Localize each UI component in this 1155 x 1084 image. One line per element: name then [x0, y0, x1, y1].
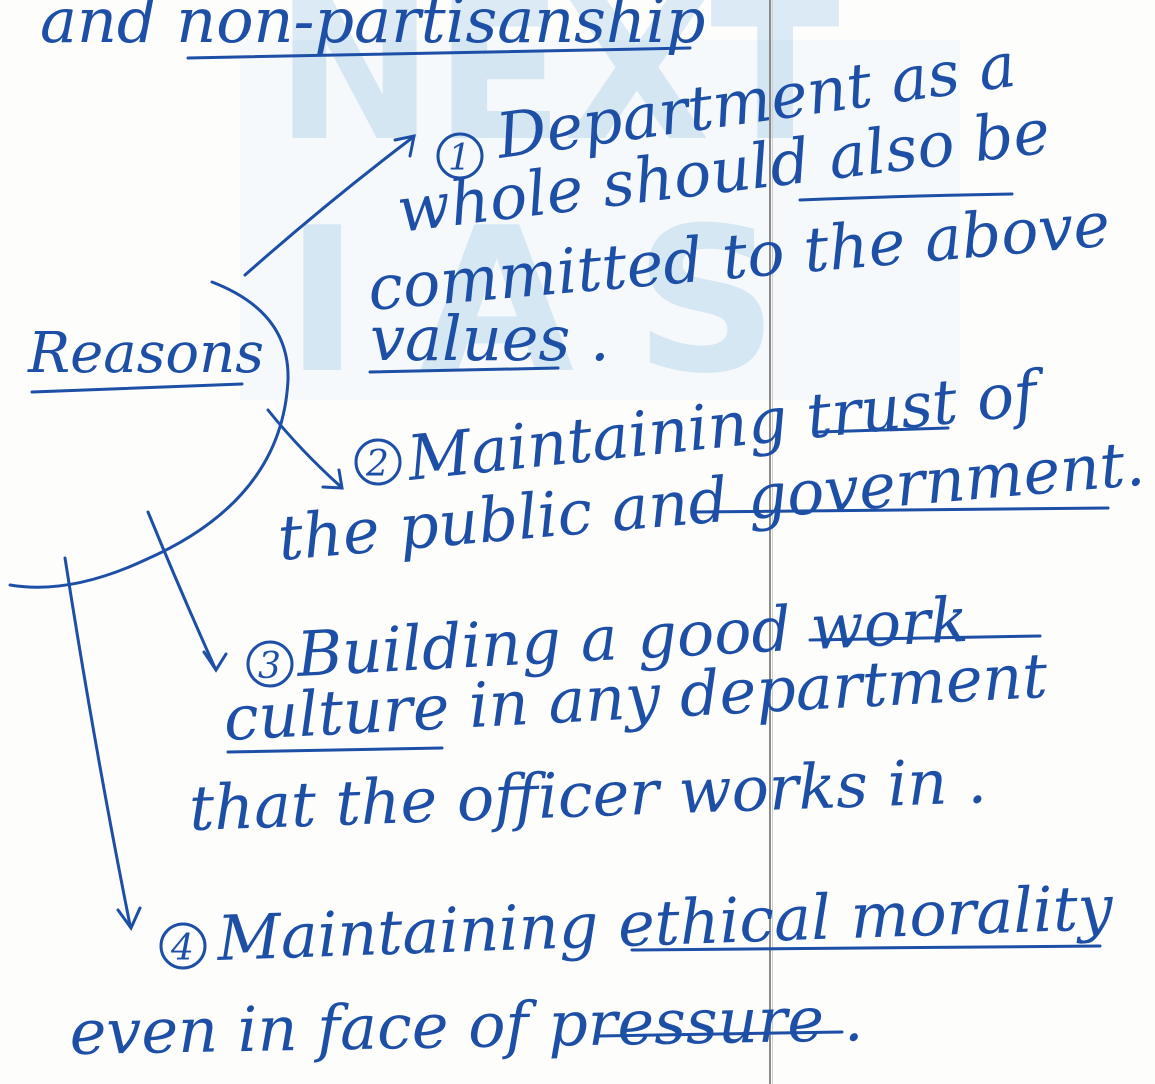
watermark-text-next: NEXT: [275, 0, 840, 183]
underline-trust: [816, 426, 950, 434]
page-fold-line: [769, 0, 771, 1084]
circle-number-3: [246, 640, 294, 688]
arrow-reason-1: [243, 136, 414, 277]
underline-pressure: [596, 1030, 844, 1038]
page-fold-shadow: [772, 0, 773, 1084]
arrowhead-reason-2: [321, 468, 344, 490]
arrowhead-reason-3: [202, 650, 228, 673]
hub-arc: [8, 280, 290, 589]
underline-above: [798, 192, 1014, 202]
underline-and-government: [690, 506, 1110, 514]
reason-4-line-1: Maintaining ethical morality: [215, 871, 1115, 975]
underline-culture: [226, 746, 444, 754]
arrow-reason-3: [146, 510, 217, 670]
watermark-text-ias: IAS: [285, 185, 838, 418]
circle-number-1: [436, 132, 484, 180]
underline-non-partisanship: [186, 46, 692, 60]
text-top-line: and non-partisanship: [40, 0, 705, 57]
underline-work: [808, 634, 1042, 642]
reason-4-line-2: even in face of pressure .: [69, 982, 864, 1069]
arrowhead-reason-4: [116, 906, 142, 931]
underline-reasons: [30, 382, 244, 394]
circle-number-4: [159, 922, 207, 970]
arrow-reason-2: [266, 408, 342, 488]
underline-ethical-morality: [630, 944, 1102, 952]
circle-number-2: [354, 438, 402, 486]
number-2: 2: [365, 444, 389, 485]
reason-1-line-4: values .: [370, 302, 610, 375]
arrowhead-reason-1: [393, 134, 416, 158]
arrow-reason-4: [63, 556, 132, 927]
reason-3-line-3: that the officer works in .: [188, 744, 988, 845]
number-1: 1: [448, 138, 471, 179]
number-4: 4: [170, 928, 194, 969]
hub-label-reasons: Reasons: [27, 321, 264, 386]
underline-values: [368, 366, 560, 374]
number-3: 3: [258, 646, 281, 687]
